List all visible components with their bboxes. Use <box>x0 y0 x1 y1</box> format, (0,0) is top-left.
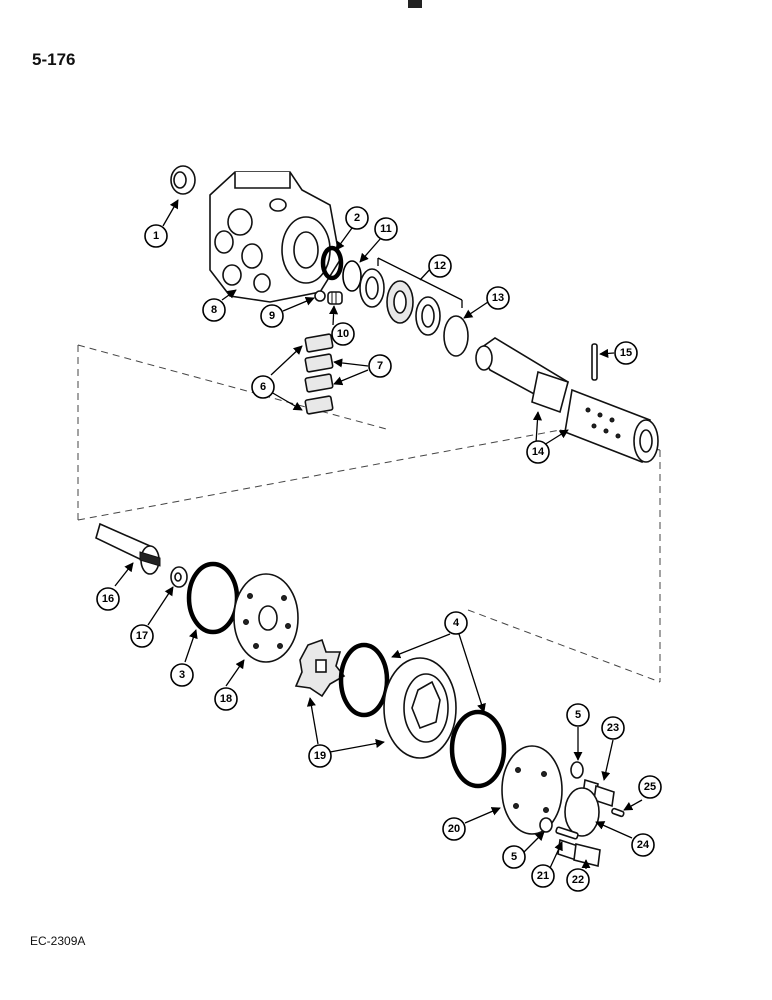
callout-16: 16 <box>96 587 120 611</box>
part-spool-sleeve-14 <box>475 337 659 464</box>
callout-24: 24 <box>631 833 655 857</box>
part-pin-21 <box>555 826 579 840</box>
callout-15: 15 <box>614 341 638 365</box>
svg-text:3: 3 <box>179 669 185 681</box>
callout-17: 17 <box>130 624 154 648</box>
assembly-guide-lines <box>77 344 661 683</box>
callout-1: 1 <box>144 224 168 248</box>
svg-text:17: 17 <box>136 630 148 642</box>
part-pin-15 <box>591 343 598 381</box>
document-code: EC-2309A <box>30 934 86 948</box>
part-bolt-22 <box>557 838 601 867</box>
callout-3: 3 <box>170 663 194 687</box>
callout-5-bottom: 5 <box>502 845 526 869</box>
callout-14: 14 <box>526 440 550 464</box>
part-ball-9 <box>314 290 326 302</box>
part-driveshaft-16 <box>95 522 161 575</box>
svg-text:15: 15 <box>620 347 632 359</box>
part-springs-6-7 <box>304 333 334 415</box>
svg-text:23: 23 <box>607 722 619 734</box>
svg-text:9: 9 <box>269 310 275 322</box>
callout-19: 19 <box>308 744 332 768</box>
svg-text:21: 21 <box>537 870 549 882</box>
callout-9: 9 <box>260 304 284 328</box>
part-bearing-12 <box>359 268 441 336</box>
svg-text:19: 19 <box>314 750 326 762</box>
svg-text:11: 11 <box>380 223 392 235</box>
svg-text:18: 18 <box>220 693 232 705</box>
svg-text:16: 16 <box>102 593 114 605</box>
part-seal-1 <box>170 165 196 195</box>
part-oring-4b <box>449 709 507 789</box>
svg-text:14: 14 <box>532 446 545 458</box>
part-gerotor-ring-19 <box>383 657 457 759</box>
callout-7: 7 <box>368 354 392 378</box>
callout-13: 13 <box>486 286 510 310</box>
callout-11: 11 <box>374 217 398 241</box>
svg-text:24: 24 <box>637 839 650 851</box>
part-spacer-17 <box>170 566 188 588</box>
svg-text:8: 8 <box>211 304 217 316</box>
part-gerotor-star-19 <box>294 638 346 698</box>
callout-12: 12 <box>428 254 452 278</box>
top-edge-mark <box>408 0 422 8</box>
svg-text:20: 20 <box>448 823 460 835</box>
svg-text:22: 22 <box>572 874 584 886</box>
part-endcap-20 <box>501 745 563 835</box>
leader-lines <box>114 199 643 869</box>
part-oring-2 <box>320 245 344 281</box>
part-ring-13 <box>443 315 469 357</box>
part-ring-11 <box>342 260 362 292</box>
svg-text:2: 2 <box>354 212 360 224</box>
svg-text:4: 4 <box>453 617 460 629</box>
callout-6: 6 <box>251 375 275 399</box>
svg-text:13: 13 <box>492 292 504 304</box>
svg-text:12: 12 <box>434 260 446 272</box>
part-oring-3 <box>186 561 240 635</box>
part-washer-5b <box>539 817 553 833</box>
callout-18: 18 <box>214 687 238 711</box>
callout-20: 20 <box>442 817 466 841</box>
svg-text:6: 6 <box>260 381 266 393</box>
part-plate-24 <box>564 787 600 837</box>
part-pin-25 <box>611 807 625 818</box>
callout-10: 10 <box>331 322 355 346</box>
svg-text:25: 25 <box>644 781 656 793</box>
callout-23: 23 <box>601 716 625 740</box>
callout-2: 2 <box>345 206 369 230</box>
callout-8: 8 <box>202 298 226 322</box>
callout-4: 4 <box>444 611 468 635</box>
part-housing-8 <box>209 171 341 303</box>
svg-text:1: 1 <box>153 230 159 242</box>
callout-22: 22 <box>566 868 590 892</box>
svg-text:5: 5 <box>575 709 581 721</box>
part-oring-4a <box>338 642 390 718</box>
part-washer-5a <box>570 761 584 779</box>
part-valve-10 <box>327 291 343 305</box>
callout-5-top: 5 <box>566 703 590 727</box>
callout-25: 25 <box>638 775 662 799</box>
svg-text:10: 10 <box>337 328 349 340</box>
callout-21: 21 <box>531 864 555 888</box>
svg-text:7: 7 <box>377 360 383 372</box>
part-plate-18 <box>233 573 299 663</box>
page-number: 5-176 <box>32 50 76 69</box>
svg-text:5: 5 <box>511 851 517 863</box>
